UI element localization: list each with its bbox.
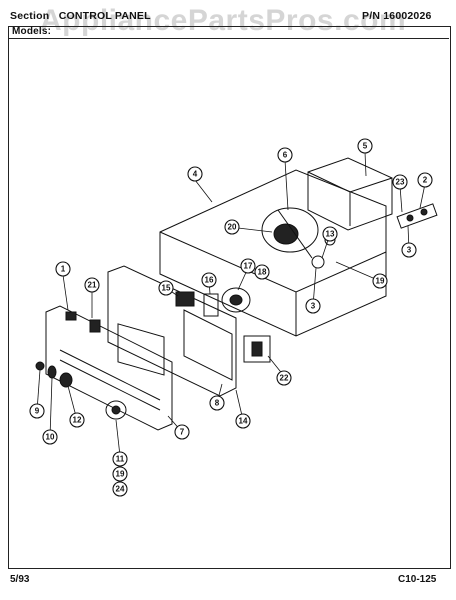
pn-label: P/N (362, 10, 381, 22)
svg-text:23: 23 (396, 178, 405, 187)
footer-page-code: C10-125 (398, 574, 437, 585)
callout-2: 2 (417, 172, 433, 188)
callout-15: 15 (158, 280, 174, 296)
switch-component-22 (243, 335, 271, 363)
svg-text:2: 2 (423, 176, 428, 185)
callout-12: 12 (69, 412, 85, 428)
models-bar: Models: (8, 26, 449, 39)
svg-text:19: 19 (376, 277, 385, 286)
callout-16: 16 (201, 272, 217, 288)
terminal-box (307, 157, 393, 231)
svg-text:7: 7 (180, 428, 185, 437)
svg-text:9: 9 (35, 407, 40, 416)
models-label: Models: (12, 26, 52, 37)
knobs (35, 361, 127, 420)
control-components (175, 287, 251, 317)
watermark: AppliancePartsPros.com (40, 4, 407, 37)
callout-3-right: 3 (401, 242, 417, 258)
svg-text:5: 5 (363, 142, 368, 151)
callout-4: 4 (187, 166, 203, 182)
svg-text:3: 3 (407, 246, 412, 255)
callout-17: 17 (240, 258, 256, 274)
section-header: Section CONTROL PANEL (10, 10, 151, 22)
svg-text:21: 21 (88, 281, 97, 290)
svg-text:14: 14 (239, 417, 248, 426)
timer-motor (261, 207, 319, 259)
callout-3-center: 3 (305, 298, 321, 314)
part-number: P/N 16002026 (362, 10, 432, 22)
svg-text:6: 6 (283, 151, 288, 160)
svg-text:20: 20 (228, 223, 237, 232)
callout-22: 22 (276, 370, 292, 386)
section-label: Section (10, 10, 50, 22)
svg-text:19: 19 (116, 470, 125, 479)
callout-23: 21 (84, 277, 100, 293)
callout-18: 18 (254, 264, 270, 280)
svg-text:15: 15 (162, 284, 171, 293)
callout-13: 13 (322, 226, 338, 242)
callout-14: 14 (235, 413, 251, 429)
svg-text:4: 4 (193, 170, 198, 179)
callout-5: 5 (357, 138, 373, 154)
svg-text:11: 11 (116, 455, 125, 464)
svg-text:8: 8 (215, 399, 220, 408)
svg-text:24: 24 (116, 485, 125, 494)
callout-21: 20 (224, 219, 240, 235)
svg-text:17: 17 (244, 262, 253, 271)
callout-19: 19 (372, 273, 388, 289)
callout-20: 19 (112, 466, 128, 482)
svg-text:3: 3 (311, 302, 316, 311)
control-housing (159, 169, 387, 337)
callout-7: 7 (174, 424, 190, 440)
callout-1: 1 (55, 261, 71, 277)
svg-text:10: 10 (46, 433, 55, 442)
svg-text:16: 16 (205, 276, 214, 285)
leader-lines (36, 151, 426, 457)
callout-11: 11 (112, 451, 128, 467)
callout-6: 6 (277, 147, 293, 163)
svg-text:1: 1 (61, 265, 66, 274)
callout-10: 10 (42, 429, 58, 445)
section-title: CONTROL PANEL (58, 10, 151, 22)
callout-8: 8 (209, 395, 225, 411)
front-console-panel (45, 305, 173, 431)
svg-text:13: 13 (326, 230, 335, 239)
callout-9: 9 (29, 403, 45, 419)
svg-text:12: 12 (73, 416, 82, 425)
callout-25: 24 (112, 481, 128, 497)
callout-24: 23 (392, 174, 408, 190)
mounting-bracket (107, 265, 237, 397)
svg-text:22: 22 (280, 374, 289, 383)
diagram-frame (8, 26, 451, 569)
pn-value: 16002026 (383, 10, 432, 22)
svg-text:18: 18 (258, 268, 267, 277)
connector-plug (396, 203, 438, 229)
footer-date: 5/93 (10, 574, 30, 585)
